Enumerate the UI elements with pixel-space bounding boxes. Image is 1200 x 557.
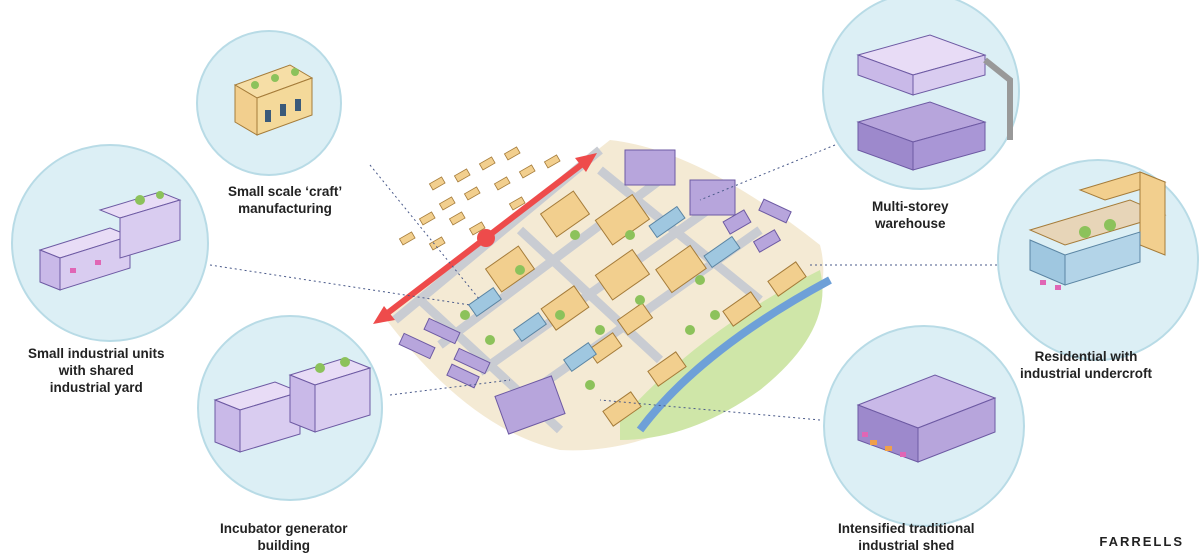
incubator-circle	[197, 315, 383, 501]
axis-arrow	[373, 153, 597, 324]
multi-storey-circle	[822, 0, 1020, 190]
residential-circle	[997, 159, 1199, 361]
small-industrial-circle	[11, 144, 209, 342]
intensified-circle	[823, 325, 1025, 527]
label-incubator: Incubator generator building	[220, 521, 348, 553]
connector-lines	[209, 144, 1000, 421]
label-residential: Residential with industrial undercroft	[1020, 349, 1153, 381]
craft-circle	[196, 30, 342, 176]
central-masterplan	[373, 140, 832, 451]
label-multi-storey: Multi-storey warehouse	[872, 199, 949, 231]
label-craft: Small scale ‘craft’ manufacturing	[228, 184, 343, 216]
brand-logo: FARRELLS	[1099, 534, 1184, 549]
label-small-industrial: Small industrial units with shared indus…	[28, 346, 165, 395]
label-intensified: Intensified traditional industrial shed	[838, 521, 975, 553]
